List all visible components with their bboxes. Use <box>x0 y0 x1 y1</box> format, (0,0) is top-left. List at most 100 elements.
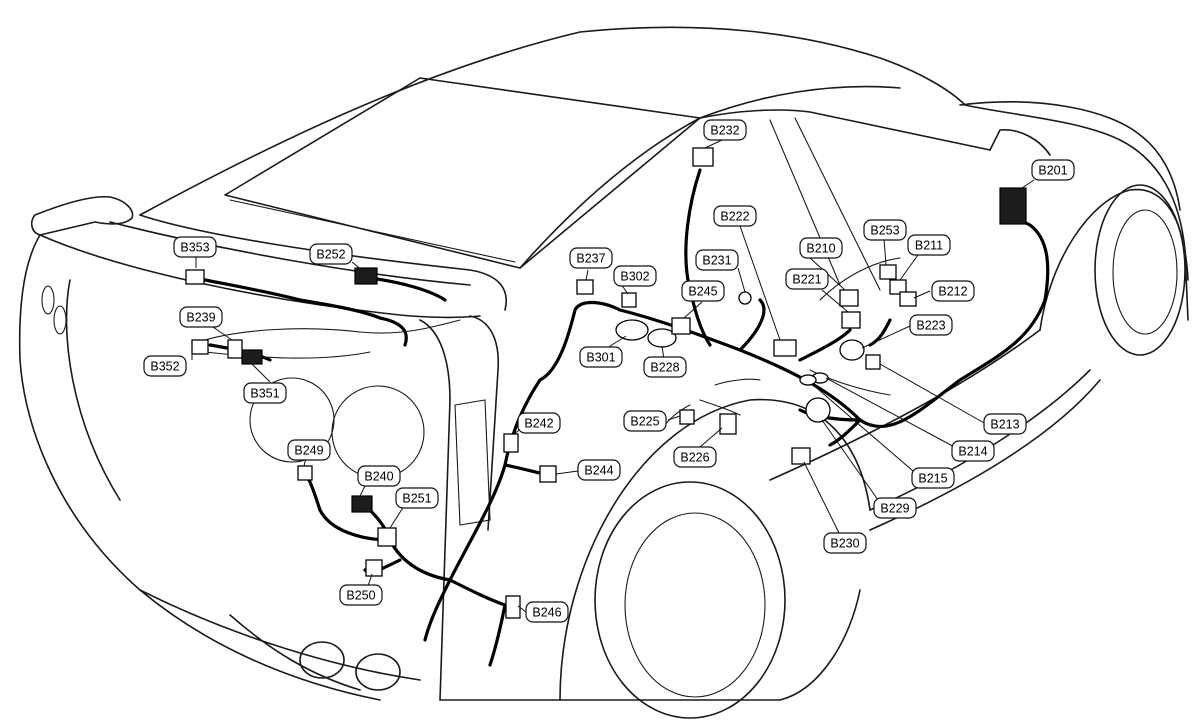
b253-connector-shape <box>879 264 897 280</box>
label-b210: B210 <box>799 237 843 259</box>
b242-connector-shape <box>503 433 519 453</box>
label-b245: B245 <box>681 280 725 302</box>
label-b353: B353 <box>173 236 217 258</box>
label-b351: B351 <box>243 382 287 404</box>
leader-lines <box>191 139 1035 613</box>
label-b210-text: B210 <box>806 242 835 256</box>
label-b240-text: B240 <box>364 470 393 484</box>
label-b302: B302 <box>613 265 657 287</box>
label-b232-text: B232 <box>710 124 739 138</box>
label-b245-text: B245 <box>688 285 717 299</box>
label-b246-text: B246 <box>532 606 561 620</box>
b211-connector-shape <box>889 279 907 295</box>
label-b242: B242 <box>517 412 561 434</box>
label-b215-text: B215 <box>918 472 947 486</box>
label-b249: B249 <box>287 439 331 461</box>
label-b240: B240 <box>357 465 401 487</box>
label-b225-text: B225 <box>630 415 659 429</box>
b226-connector-shape <box>719 413 737 435</box>
label-b250: B250 <box>339 584 383 606</box>
b212-connector-shape <box>899 291 917 307</box>
label-b211-text: B211 <box>915 239 943 253</box>
b229-connector-shape <box>805 397 831 423</box>
b221-connector-shape <box>841 311 861 329</box>
label-b212-text: B212 <box>938 285 967 299</box>
b232-connector-shape <box>692 147 714 167</box>
label-b226-text: B226 <box>680 451 709 465</box>
b237-connector-shape <box>576 279 594 295</box>
b301-connector-shape <box>615 319 649 341</box>
label-b225: B225 <box>623 410 667 432</box>
label-b221-text: B221 <box>792 273 821 287</box>
label-b223-text: B223 <box>916 319 945 333</box>
b250-connector-shape <box>365 559 383 577</box>
connector-labels: B201 B210 B211 B212 B213 B214 B215 B221 … <box>143 119 1075 623</box>
label-b252: B252 <box>309 243 353 265</box>
b244-connector-shape <box>539 465 557 483</box>
label-b211: B211 <box>907 234 951 256</box>
b302-connector-shape <box>621 292 637 308</box>
label-b351-text: B351 <box>250 387 279 401</box>
b251-connector-shape <box>377 527 397 547</box>
b353-connector-shape <box>185 269 205 285</box>
label-b213: B213 <box>983 413 1027 435</box>
label-b244: B244 <box>577 459 621 481</box>
b351-connector-shape <box>241 349 263 365</box>
label-b301: B301 <box>579 346 623 368</box>
label-b222-text: B222 <box>720 210 749 224</box>
label-b252-text: B252 <box>316 248 345 262</box>
b246-connector-shape <box>505 595 521 619</box>
label-b231: B231 <box>695 249 739 271</box>
b239-connector-shape <box>227 339 243 359</box>
label-b242-text: B242 <box>524 417 553 431</box>
label-b212: B212 <box>931 280 975 302</box>
label-b221: B221 <box>785 268 829 290</box>
b222-connector-shape <box>773 339 797 357</box>
label-b352-text: B352 <box>150 360 179 374</box>
label-b214-text: B214 <box>958 445 987 459</box>
label-b352: B352 <box>143 355 187 377</box>
label-b246: B246 <box>525 601 569 623</box>
b231-connector-shape <box>738 291 752 305</box>
label-b230: B230 <box>823 532 867 554</box>
label-b251: B251 <box>395 487 439 509</box>
label-b226: B226 <box>673 446 717 468</box>
b213-connector-shape <box>865 354 881 370</box>
label-b302-text: B302 <box>620 270 649 284</box>
label-b239-text: B239 <box>186 311 215 325</box>
b215-connector-shape <box>799 374 817 386</box>
label-b253-text: B253 <box>870 224 899 238</box>
b240-connector-shape <box>351 495 373 513</box>
connector-shapes <box>185 147 1027 619</box>
label-b228: B228 <box>643 356 687 378</box>
b249-connector-shape <box>297 465 313 481</box>
label-b229: B229 <box>873 497 917 519</box>
label-b232: B232 <box>703 119 747 141</box>
b245-connector-shape <box>671 317 691 335</box>
label-b214: B214 <box>951 440 995 462</box>
b210-connector-shape <box>839 289 859 307</box>
label-b251-text: B251 <box>402 492 431 506</box>
b223-connector-shape <box>839 339 865 361</box>
b252-connector-shape <box>354 267 378 285</box>
label-b239: B239 <box>179 306 223 328</box>
label-b231-text: B231 <box>702 254 731 268</box>
label-b250-text: B250 <box>346 589 375 603</box>
label-b301-text: B301 <box>586 351 615 365</box>
b225-connector-shape <box>679 409 695 425</box>
label-b201-text: B201 <box>1038 164 1067 178</box>
label-b213-text: B213 <box>990 418 1019 432</box>
label-b253: B253 <box>863 219 907 241</box>
label-b244-text: B244 <box>584 464 613 478</box>
label-b237-text: B237 <box>576 252 605 266</box>
label-b237: B237 <box>569 247 613 269</box>
b201-connector-shape <box>999 187 1027 225</box>
label-b228-text: B228 <box>650 361 679 375</box>
label-b215: B215 <box>911 467 955 489</box>
label-b230-text: B230 <box>830 537 859 551</box>
label-b222: B222 <box>713 205 757 227</box>
b230-connector-shape <box>791 447 811 465</box>
label-b229-text: B229 <box>880 502 909 516</box>
label-b353-text: B353 <box>180 241 209 255</box>
